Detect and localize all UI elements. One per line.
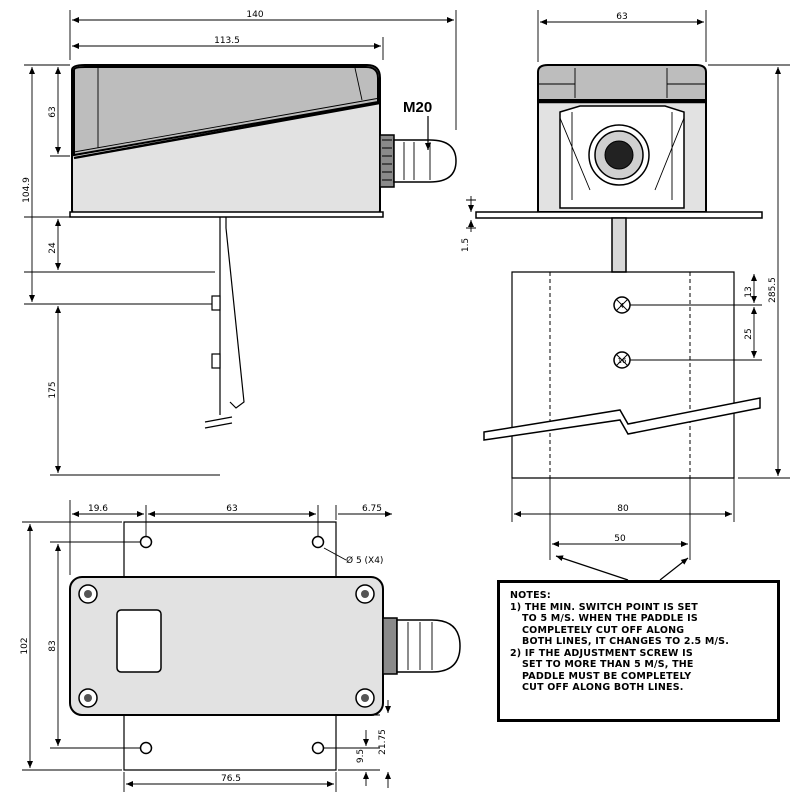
dim-175: 175	[48, 381, 58, 398]
hole-diameter-label: Ø 5 (X4)	[346, 555, 383, 566]
notes-title: NOTES:	[510, 590, 551, 601]
dim-285-5: 285.5	[768, 277, 778, 303]
dim-102: 102	[20, 637, 30, 654]
note-1-line-1: 1) THE MIN. SWITCH POINT IS SET	[510, 601, 698, 613]
dim-21-75: 21.75	[378, 729, 388, 755]
cable-gland-plan	[382, 617, 461, 675]
m20-label: M20	[403, 99, 432, 116]
paddle-hole-2: 16	[618, 357, 627, 365]
notes-box: NOTES: 1) THE MIN. SWITCH POINT IS SET T…	[497, 580, 780, 722]
note-2-line-4: CUT OFF ALONG BOTH LINES.	[522, 682, 684, 693]
note-2-line-1: 2) IF THE ADJUSTMENT SCREW IS	[510, 647, 693, 659]
dim-9-5: 9.5	[356, 749, 366, 763]
cable-gland-side	[379, 134, 457, 188]
paddle-hole-1: 4	[620, 302, 625, 310]
front-view: 63 285.5 1.5 13 25 4 16 80 50	[461, 10, 790, 581]
note-1-line-4: BOTH LINES, IT CHANGES TO 2.5 M/S.	[522, 636, 730, 647]
dim-6-75: 6.75	[362, 504, 382, 514]
dim-13: 13	[744, 286, 754, 297]
dim-83: 83	[48, 640, 58, 651]
note-2-line-2: SET TO MORE THAN 5 M/S, THE	[522, 659, 694, 670]
dim-76-5: 76.5	[221, 774, 241, 784]
note-1-line-2: TO 5 M/S. WHEN THE PADDLE IS	[522, 613, 698, 624]
side-view: M20 140 113.5 63 104.9 24 175	[22, 10, 457, 476]
dim-113-5: 113.5	[214, 36, 240, 46]
dim-24: 24	[48, 242, 58, 254]
note-1-line-3: COMPLETELY CUT OFF ALONG	[522, 624, 685, 636]
dim-104-9: 104.9	[22, 177, 32, 203]
dim-80: 80	[617, 504, 629, 514]
note-2-line-3: PADDLE MUST BE COMPLETELY	[522, 670, 692, 682]
dim-19-6: 19.6	[88, 504, 108, 514]
dim-25: 25	[744, 328, 754, 339]
plan-view: 19.6 63 6.75 Ø 5 (X4) 102 83 9.5 21.75 7…	[20, 500, 461, 792]
plan-screws	[78, 584, 375, 708]
dim-140: 140	[246, 10, 263, 20]
dim-63-front: 63	[616, 12, 627, 22]
dim-63-plan: 63	[226, 504, 237, 514]
dim-1-5: 1.5	[461, 238, 471, 252]
dim-50: 50	[614, 534, 626, 544]
dim-63-side: 63	[48, 106, 58, 117]
